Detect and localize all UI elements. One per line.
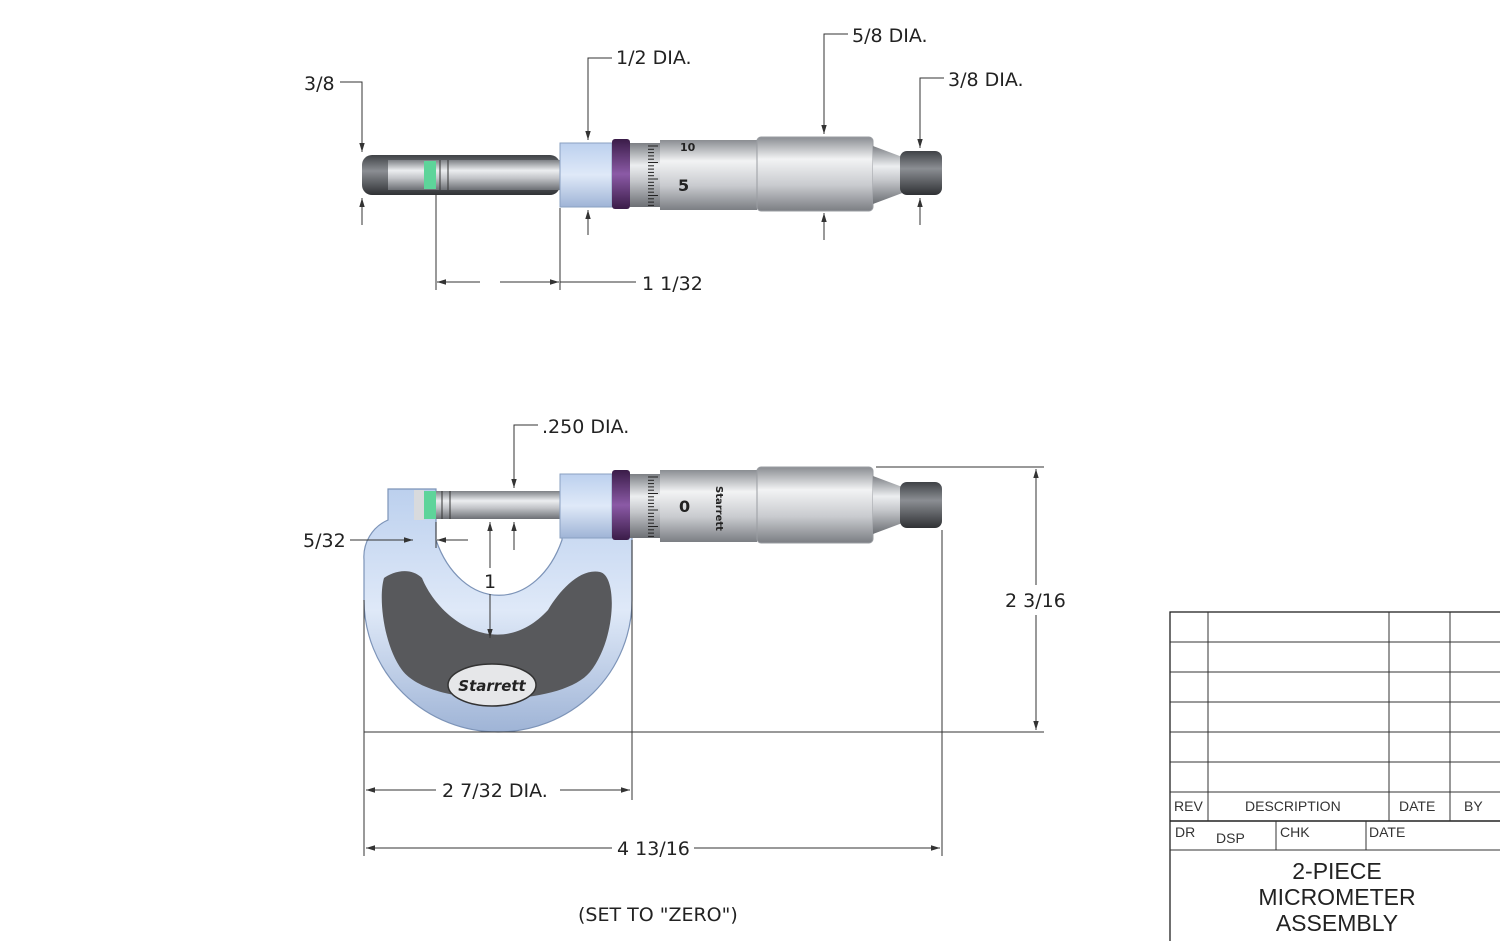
front-thimble-brand: Starrett — [713, 486, 724, 531]
tb-date-label: DATE — [1369, 824, 1405, 840]
dim-spindle-dia: .250 DIA. — [542, 416, 629, 438]
tb-title-line-3: ASSEMBLY — [1276, 910, 1398, 936]
front-barrel — [630, 474, 660, 538]
front-thimble — [660, 470, 757, 542]
tb-description-header: DESCRIPTION — [1245, 798, 1341, 814]
tb-dr-label: DR — [1175, 824, 1195, 840]
front-thimble-number-0: 0 — [679, 497, 690, 516]
dim-frame-width: 2 7/32 DIA. — [442, 780, 548, 802]
top-thimble — [660, 140, 757, 210]
tb-dr-value: DSP — [1216, 830, 1245, 846]
tb-date-header: DATE — [1399, 798, 1435, 814]
tb-by-header: BY — [1464, 798, 1483, 814]
dim-overall-length: 4 13/16 — [617, 838, 690, 860]
front-lock-ring — [612, 470, 630, 540]
tb-chk-label: CHK — [1280, 824, 1310, 840]
front-sleeve — [559, 473, 613, 539]
front-spindle — [436, 491, 562, 519]
top-spindle-sleeve — [388, 160, 560, 190]
title-block: REV DESCRIPTION DATE BY DR DSP CHK DATE … — [1169, 611, 1500, 941]
top-ratchet — [900, 151, 942, 195]
dim-range: 1 — [484, 571, 496, 593]
top-thimble-number-5: 5 — [678, 176, 689, 195]
front-view: Starrett 0 Starrett .250 DIA. 5/32 1 — [303, 416, 1066, 926]
dim-anvil-width: 3/8 — [304, 73, 335, 95]
top-anvil-accent — [424, 161, 436, 189]
top-barrel — [630, 143, 660, 207]
frame-brand-plate — [447, 663, 537, 707]
top-thimble-grip — [756, 136, 874, 212]
dim-anvil-face: 5/32 — [303, 530, 346, 552]
top-lock-ring — [612, 139, 630, 209]
tb-title-line-2: MICROMETER — [1258, 884, 1415, 910]
dim-height: 2 3/16 — [1005, 590, 1066, 612]
dim-thimble-dia: 5/8 DIA. — [852, 25, 928, 47]
tb-rev-header: REV — [1174, 798, 1203, 814]
front-ratchet — [900, 482, 942, 528]
front-thimble-grip — [756, 466, 874, 544]
frame-brand-text: Starrett — [458, 677, 526, 695]
top-sleeve — [559, 142, 613, 208]
frame-grip-inset — [381, 571, 612, 699]
dim-spindle-length: 1 1/32 — [642, 273, 703, 295]
top-thimble-number-10: 10 — [680, 141, 696, 154]
top-view: 10 5 3/8 1/2 DIA. 5/8 DIA. 3/8 DIA. 1 1/… — [304, 25, 1024, 295]
dim-ratchet-dia: 3/8 DIA. — [948, 69, 1024, 91]
dim-sleeve-dia: 1/2 DIA. — [616, 47, 692, 69]
tb-title-line-1: 2-PIECE — [1292, 858, 1381, 884]
front-anvil — [414, 490, 424, 520]
zero-note: (SET TO "ZERO") — [578, 904, 738, 926]
front-anvil-accent — [424, 491, 436, 519]
